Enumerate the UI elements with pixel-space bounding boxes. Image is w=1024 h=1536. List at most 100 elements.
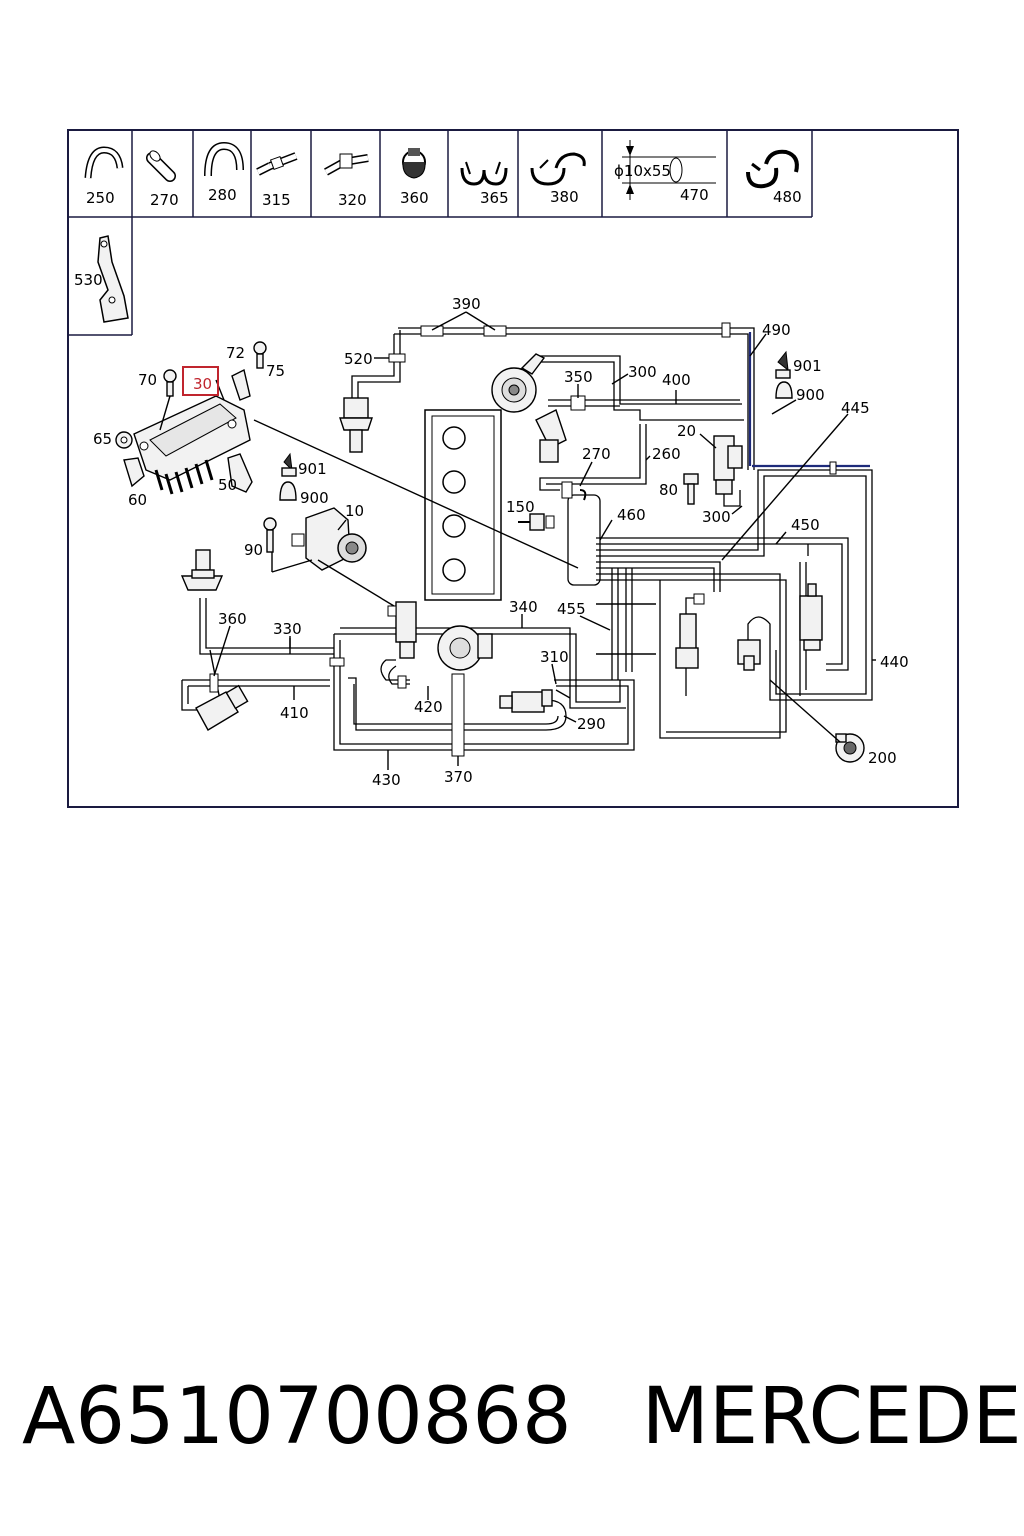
legend-number-470: 470 xyxy=(680,186,709,204)
leader-lines xyxy=(159,311,876,770)
fitting-150 xyxy=(518,513,555,531)
callout-310: 310 xyxy=(540,648,569,666)
callout-90: 90 xyxy=(244,541,263,559)
callout-72: 72 xyxy=(226,344,245,362)
callout-900: 900 xyxy=(796,386,825,404)
bracket-50 xyxy=(227,453,253,493)
callout-300: 300 xyxy=(628,363,657,381)
diagram-frame xyxy=(67,129,959,808)
legend-number-360: 360 xyxy=(400,189,429,207)
valve-right-b xyxy=(737,616,771,671)
highlight-box-30 xyxy=(182,366,219,396)
vacuum-pump xyxy=(491,353,546,413)
straight-hose-icon xyxy=(146,150,176,182)
callout-440: 440 xyxy=(880,653,909,671)
valve-350 xyxy=(535,409,567,463)
callout-20: 20 xyxy=(677,422,696,440)
callout-450: 450 xyxy=(791,516,820,534)
legend-number-380: 380 xyxy=(550,188,579,206)
clip-icon xyxy=(746,149,799,189)
bracket-60 xyxy=(123,457,145,488)
callout-290: 290 xyxy=(577,715,606,733)
bolt-80 xyxy=(683,473,699,505)
hose-connector-icon xyxy=(256,152,298,176)
callout-300-lower: 300 xyxy=(702,508,731,526)
callout-350: 350 xyxy=(564,368,593,386)
vacuum-unit-520 xyxy=(339,397,373,453)
cap-900-top xyxy=(775,381,793,399)
legend-number-320: 320 xyxy=(338,191,367,209)
bolt-72 xyxy=(253,341,267,369)
hose-connector-icon xyxy=(324,153,369,176)
footer-caption: A6510700868 MERCEDES xyxy=(22,1372,1024,1482)
vacuum-pump-lower xyxy=(437,625,493,671)
callout-400: 400 xyxy=(662,371,691,389)
cap-900-mid xyxy=(279,481,297,501)
callout-260: 260 xyxy=(652,445,681,463)
callout-420: 420 xyxy=(414,698,443,716)
part-number: A6510700868 xyxy=(22,1372,572,1462)
callout-901: 901 xyxy=(793,357,822,375)
valve-410 xyxy=(195,684,249,731)
legend-grid xyxy=(68,130,813,336)
curved-hose-icon xyxy=(84,146,124,179)
callout-10: 10 xyxy=(345,502,364,520)
callout-490: 490 xyxy=(762,321,791,339)
callout-901-mid: 901 xyxy=(298,460,327,478)
bolt-90 xyxy=(263,517,277,553)
callout-370: 370 xyxy=(444,768,473,786)
legend-number-530: 530 xyxy=(74,271,103,289)
callout-455: 455 xyxy=(557,600,586,618)
legend-spec-470: ϕ10x55 xyxy=(614,162,671,180)
callout-390: 390 xyxy=(452,295,481,313)
callout-150: 150 xyxy=(506,498,535,516)
hose-270-fitting xyxy=(561,481,587,501)
tube-icon xyxy=(622,140,716,200)
vacuum-unit-360 xyxy=(180,549,224,591)
callout-360: 360 xyxy=(218,610,247,628)
callout-340: 340 xyxy=(509,598,538,616)
legend-number-280: 280 xyxy=(208,186,237,204)
brand-name: MERCEDES xyxy=(641,1372,1024,1462)
double-clip-icon xyxy=(460,161,508,186)
actuator-10 xyxy=(291,507,367,571)
legend-number-315: 315 xyxy=(262,191,291,209)
callout-50: 50 xyxy=(218,476,237,494)
callout-200: 200 xyxy=(868,749,897,767)
callout-410: 410 xyxy=(280,704,309,722)
legend-number-270: 270 xyxy=(150,191,179,209)
legend-number-250: 250 xyxy=(86,189,115,207)
cap-901-mid xyxy=(281,452,297,477)
callout-520: 520 xyxy=(344,350,373,368)
hose-network xyxy=(181,322,873,757)
washer-65 xyxy=(115,431,133,449)
engine-block xyxy=(424,409,502,601)
callout-30: 30 xyxy=(193,375,212,393)
callout-75: 75 xyxy=(266,362,285,380)
sensor-200 xyxy=(835,733,865,763)
bolt-70 xyxy=(163,369,177,397)
clip-icon xyxy=(530,152,586,186)
callout-70: 70 xyxy=(138,371,157,389)
bracket-75 xyxy=(231,368,251,401)
clamp-icon xyxy=(402,148,426,179)
curved-hose-icon xyxy=(204,141,244,177)
legend-number-480: 480 xyxy=(773,188,802,206)
control-module-30 xyxy=(133,395,251,495)
solenoid-310 xyxy=(499,689,553,713)
callout-60: 60 xyxy=(128,491,147,509)
cap-901-top xyxy=(775,350,791,379)
legend-number-365: 365 xyxy=(480,189,509,207)
callout-430: 430 xyxy=(372,771,401,789)
callout-80: 80 xyxy=(659,481,678,499)
callout-460: 460 xyxy=(617,506,646,524)
callout-270: 270 xyxy=(582,445,611,463)
callout-65: 65 xyxy=(93,430,112,448)
switchover-valve xyxy=(387,601,417,659)
valve-right-a xyxy=(675,593,705,696)
callout-900-mid: 900 xyxy=(300,489,329,507)
bracket-icon xyxy=(97,235,129,323)
callout-330: 330 xyxy=(273,620,302,638)
pressure-converter-20 xyxy=(713,435,743,507)
